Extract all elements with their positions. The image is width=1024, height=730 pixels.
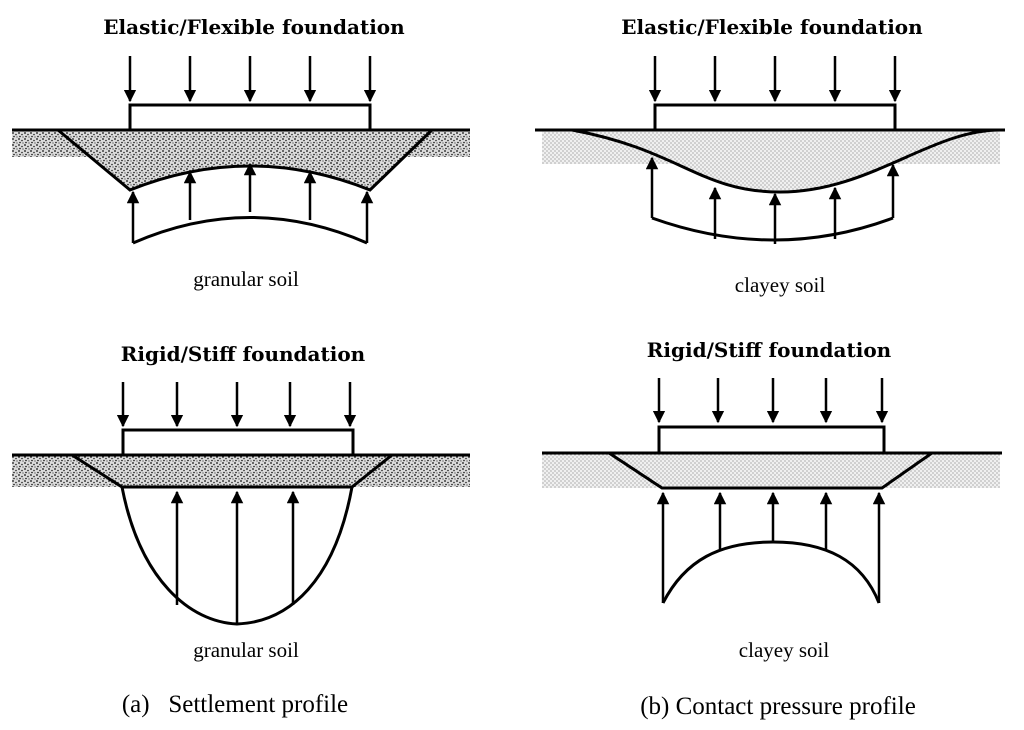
settlement-trough	[571, 128, 1001, 194]
panel-title: Elastic/Flexible foundation	[103, 15, 405, 39]
caption-settlement-profile: (a) Settlement profile	[122, 691, 348, 718]
caption-contact-pressure-profile: (b) Contact pressure profile	[640, 693, 916, 720]
contact-pressure-profile	[126, 162, 374, 245]
soil-type-label: granular soil	[193, 267, 299, 291]
contact-pressure-profile	[656, 491, 886, 604]
soil-type-label: clayey soil	[739, 638, 830, 662]
panel-title: Rigid/Stiff foundation	[121, 342, 366, 366]
panel-title: Rigid/Stiff foundation	[647, 338, 892, 362]
panel-flexible-granular: Elastic/Flexible foundation granular soi…	[12, 15, 470, 291]
soil-type-label: clayey soil	[735, 273, 826, 297]
footing	[121, 428, 355, 457]
soil-type-label: granular soil	[193, 638, 299, 662]
settlement-trough	[66, 453, 397, 489]
panel-rigid-clayey: Rigid/Stiff foundation clayey soil	[542, 338, 1002, 662]
footing	[653, 103, 897, 132]
panel-flexible-clayey: Elastic/Flexible foundation clayey soil	[535, 15, 1005, 297]
settlement-trough	[53, 128, 436, 192]
load-arrows	[116, 382, 357, 428]
contact-pressure-profile	[645, 156, 900, 244]
panel-title: Elastic/Flexible foundation	[621, 15, 923, 39]
load-arrows	[652, 378, 889, 424]
load-arrows	[123, 56, 377, 103]
panel-rigid-granular: Rigid/Stiff foundation granular soil	[12, 342, 470, 662]
load-arrows	[648, 56, 902, 103]
footing	[128, 103, 372, 132]
contact-pressure-profile	[120, 486, 354, 626]
settlement-trough	[604, 451, 937, 490]
footing	[657, 425, 886, 455]
